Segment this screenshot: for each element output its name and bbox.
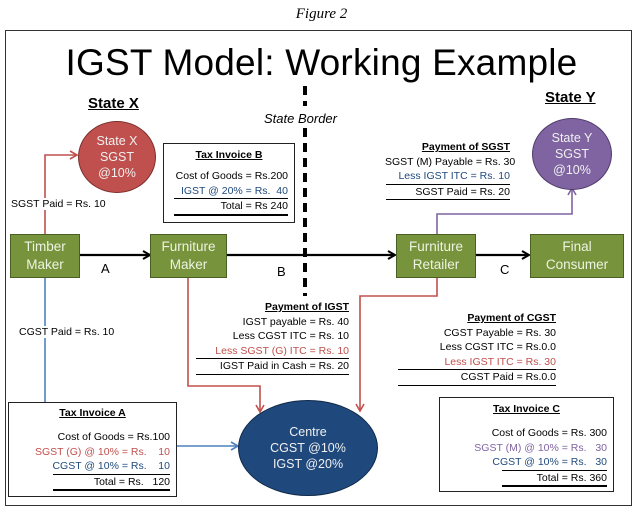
segment-label-c: C <box>500 262 510 277</box>
node-label: Furniture <box>161 239 216 254</box>
invoice-total: Total = Rs. 120 <box>93 475 170 488</box>
node-label: Maker <box>26 257 64 272</box>
payment-total: CGST Paid = Rs.0.0 <box>460 371 556 383</box>
circle-line: @10% <box>98 166 136 180</box>
payment-line: Less IGST ITC = Rs. 30 <box>444 355 556 368</box>
divider <box>196 373 349 375</box>
invoice-line: Cost of Goods = Rs. 300 <box>491 427 607 439</box>
node-label: Consumer <box>545 257 609 272</box>
divider <box>174 213 288 216</box>
payment-line: SGST (M) Payable = Rs. 30 <box>385 155 516 168</box>
node-timber-maker: Timber Maker <box>10 234 80 278</box>
invoice-line: Cost of Goods = Rs.200 <box>175 170 288 182</box>
node-furniture-retailer: Furniture Retailer <box>396 234 476 278</box>
invoice-line: SGST (M) @ 10% = Rs. 30 <box>474 441 607 454</box>
state-border-label: State Border <box>264 111 337 126</box>
payment-line: Less IGST ITC = Rs. 10 <box>398 170 510 182</box>
circle-line: State X <box>96 134 138 148</box>
diagram-frame <box>5 30 632 506</box>
furniture-maker-to-centre-arrow <box>187 278 265 414</box>
tax-invoice-a-title: Tax Invoice A <box>59 407 126 419</box>
segment-label-a: A <box>101 261 110 276</box>
circle-line: CGST @10% <box>270 441 346 455</box>
node-label: Final <box>562 239 592 254</box>
circle-line: Centre <box>289 425 327 439</box>
cgst-paid-label: CGST Paid = Rs. 10 <box>19 326 115 338</box>
circle-line: @10% <box>553 163 591 177</box>
state-y-heading: State Y <box>545 89 596 106</box>
sgst-paid-label: SGST Paid = Rs. 10 <box>11 198 106 210</box>
divider <box>53 473 170 475</box>
tax-invoice-b-title: Tax Invoice B <box>195 149 263 161</box>
tax-invoice-b: Tax Invoice B Cost of Goods = Rs.200 IGS… <box>163 143 295 223</box>
segment-label-b: B <box>277 264 286 279</box>
payment-line: IGST payable = Rs. 40 <box>242 315 349 328</box>
divider <box>386 199 510 200</box>
payment-line: Less SGST (G) ITC = Rs. 10 <box>215 344 349 357</box>
divider <box>174 198 288 199</box>
payment-igst: Payment of IGST IGST payable = Rs. 40 Le… <box>196 300 349 375</box>
divider <box>196 358 349 359</box>
sgst-paid-arrow <box>44 150 79 234</box>
divider <box>53 489 170 491</box>
divider <box>398 369 556 370</box>
tax-invoice-c-title: Tax Invoice C <box>493 403 560 415</box>
payment-total: IGST Paid in Cash = Rs. 20 <box>219 360 349 372</box>
state-x-heading: State X <box>88 95 139 112</box>
payment-cgst-title: Payment of CGST <box>467 312 556 324</box>
state-x-sgst-circle: State X SGST @10% <box>78 121 156 193</box>
circle-line: SGST <box>554 147 590 161</box>
node-furniture-maker: Furniture Maker <box>150 234 227 278</box>
circle-line: State Y <box>551 131 593 145</box>
retailer-to-centre-arrow <box>355 278 438 413</box>
invoice-line: Cost of Goods = Rs.100 <box>57 431 170 443</box>
payment-line: CGST Payable = Rs. 30 <box>443 326 556 339</box>
tax-invoice-a: Tax Invoice A Cost of Goods = Rs.100 SGS… <box>8 402 177 497</box>
payment-line: Less CGST ITC = Rs. 10 <box>232 330 349 342</box>
node-final-consumer: Final Consumer <box>530 234 624 278</box>
centre-circle: Centre CGST @10% IGST @20% <box>238 400 378 496</box>
payment-sgst-title: Payment of SGST <box>421 141 510 153</box>
payment-sgst: Payment of SGST SGST (M) Payable = Rs. 3… <box>385 140 516 200</box>
invoice-line: CGST @ 10% = Rs. 30 <box>492 456 607 468</box>
payment-igst-title: Payment of IGST <box>264 301 349 313</box>
diagram-title: IGST Model: Working Example <box>65 42 578 83</box>
invoice-total: Total = Rs 240 <box>220 200 288 212</box>
divider <box>502 469 607 471</box>
invoice-total: Total = Rs. 360 <box>536 471 607 484</box>
circle-line: IGST @20% <box>272 457 344 471</box>
node-label: Furniture <box>408 239 464 254</box>
payment-total: SGST Paid = Rs. 20 <box>415 185 510 198</box>
invoice-line: SGST (G) @ 10% = Rs. 10 <box>34 445 170 458</box>
divider <box>502 485 607 487</box>
node-label: Maker <box>169 257 208 272</box>
invoice-line: IGST @ 20% = Rs. 40 <box>180 184 288 197</box>
retailer-to-state-y-arrow <box>436 186 577 234</box>
divider <box>398 384 556 386</box>
invoice-line: CGST @ 10% = Rs. 10 <box>52 460 170 472</box>
figure-caption: Figure 2 <box>295 6 348 22</box>
node-label: Retailer <box>412 257 460 272</box>
state-y-sgst-circle: State Y SGST @10% <box>532 118 612 190</box>
node-label: Timber <box>24 239 66 254</box>
payment-line: Less CGST ITC = Rs.0.0 <box>439 341 556 353</box>
divider <box>386 183 510 185</box>
tax-invoice-c: Tax Invoice C Cost of Goods = Rs. 300 SG… <box>439 397 614 492</box>
circle-line: SGST <box>99 150 135 164</box>
payment-cgst: Payment of CGST CGST Payable = Rs. 30 Le… <box>398 311 556 386</box>
